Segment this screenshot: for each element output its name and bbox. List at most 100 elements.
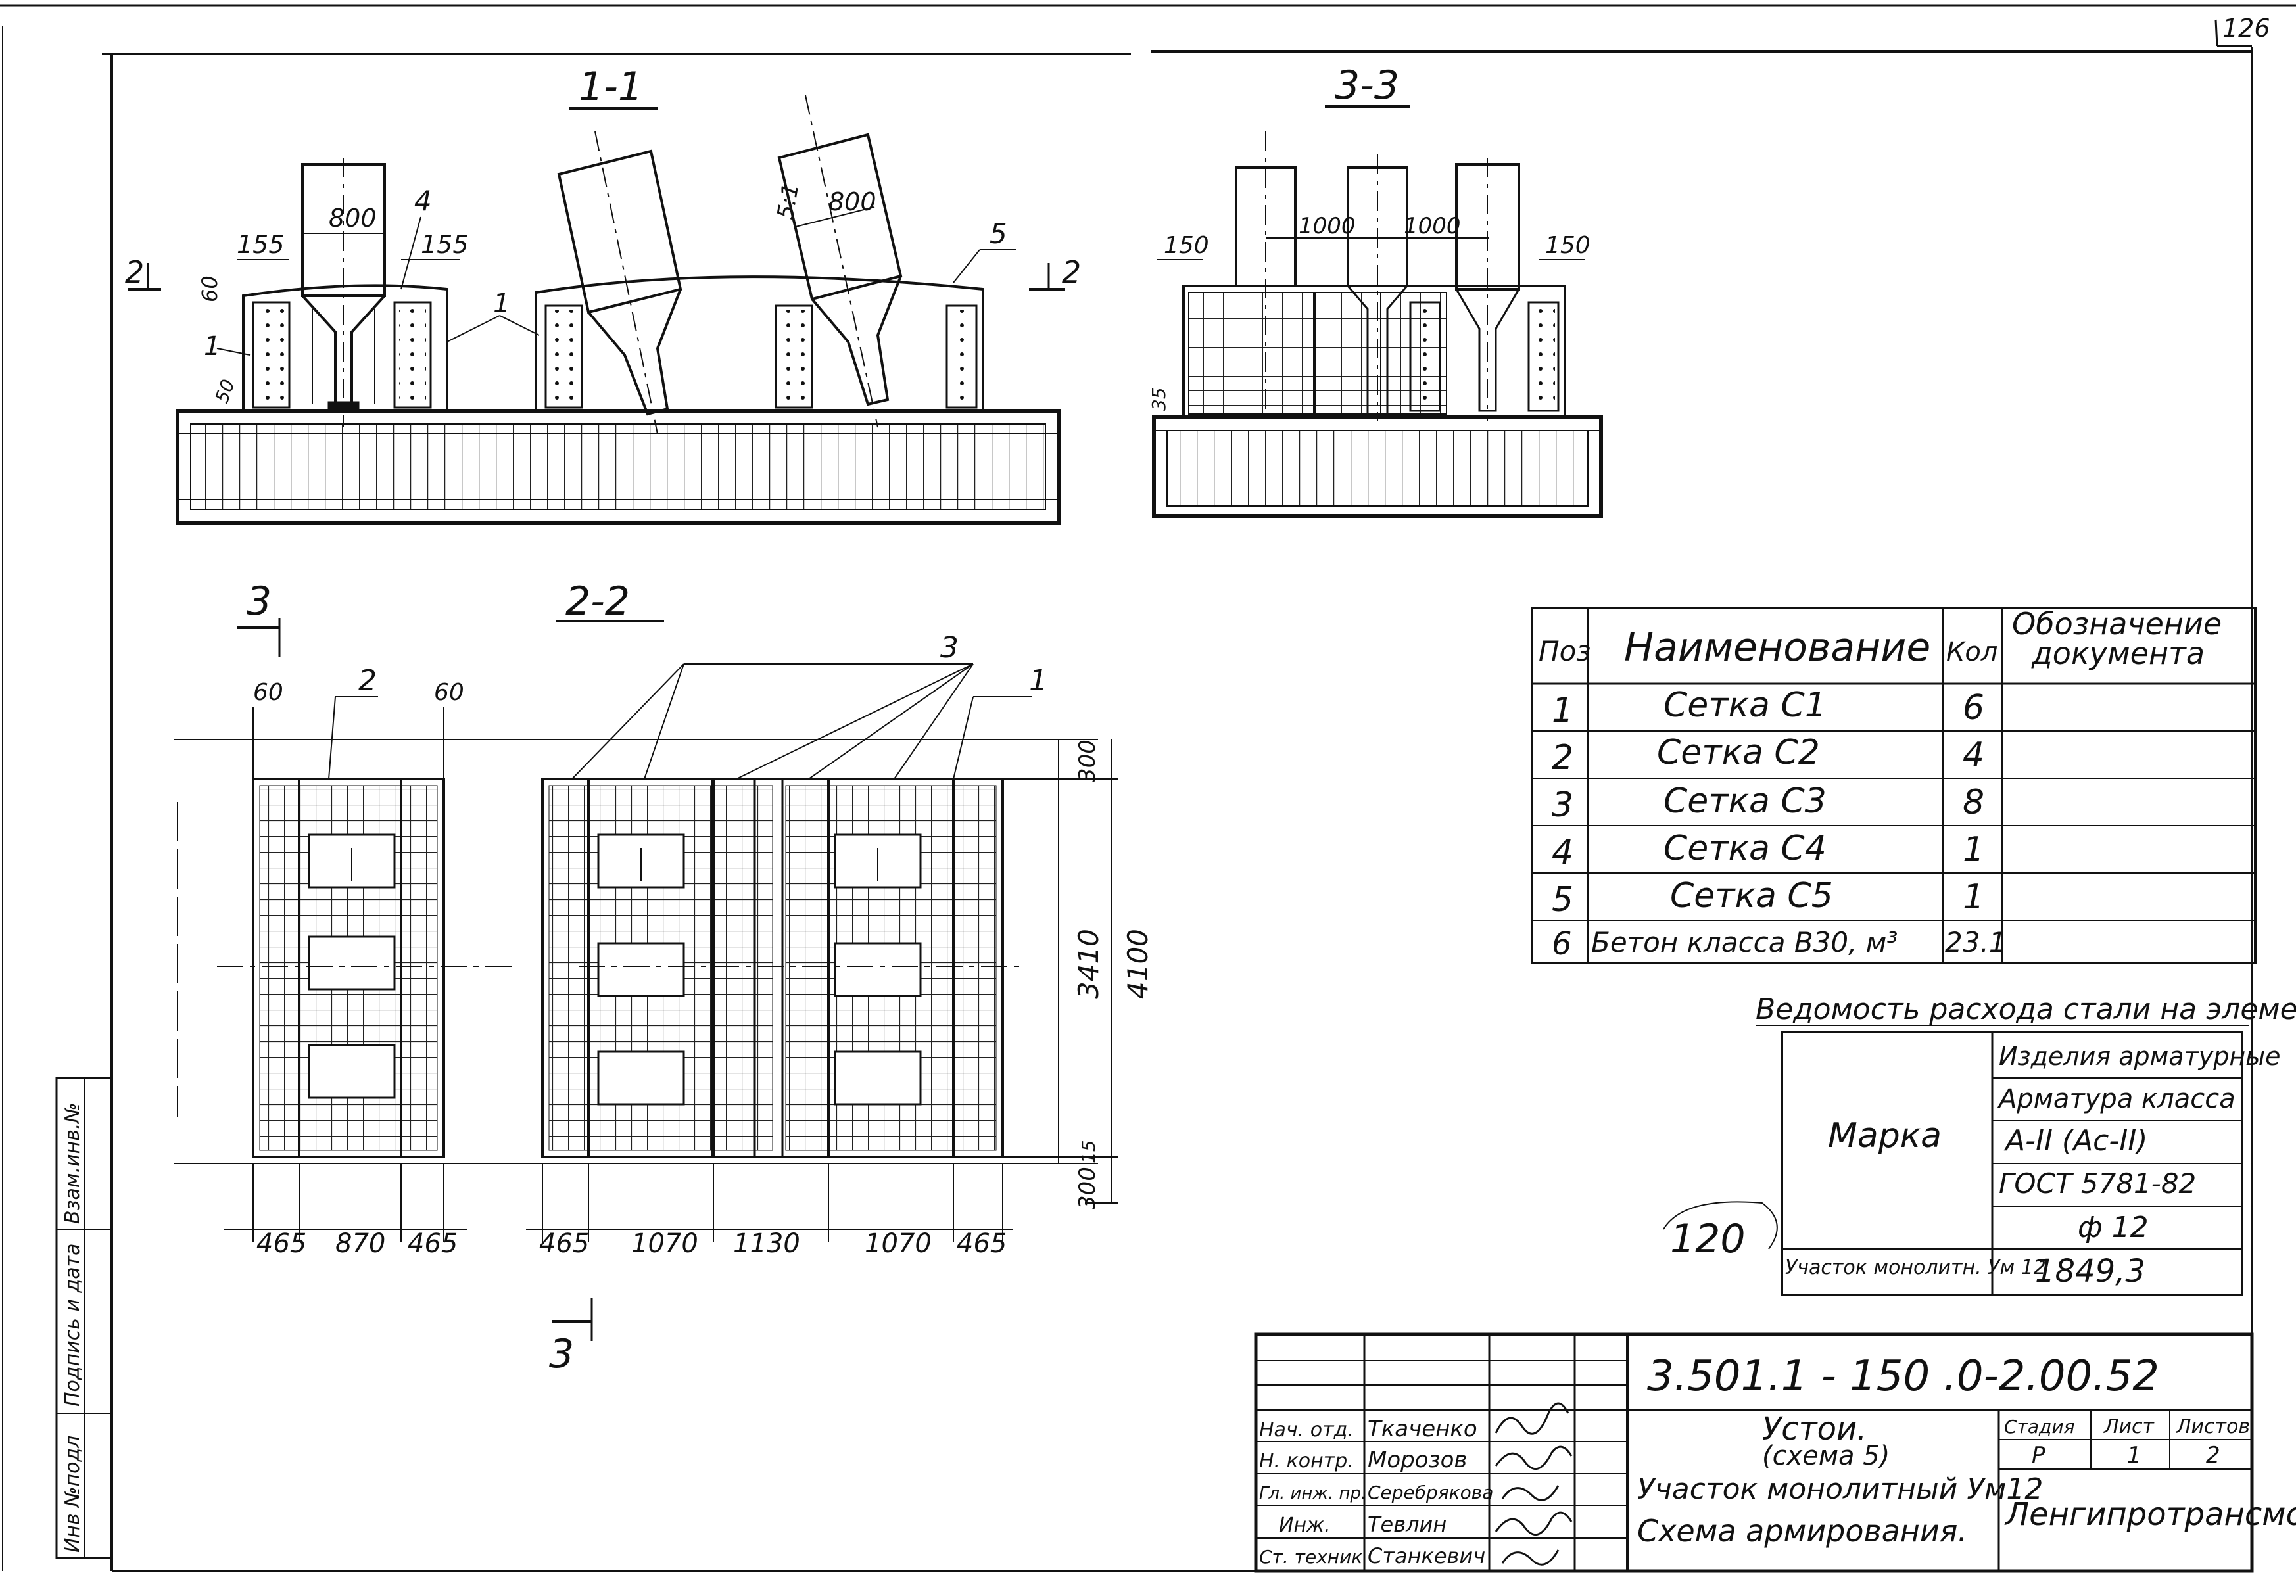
leader-1-1-1b: 1 [493, 289, 510, 319]
staff-name-2: Морозов [1368, 1447, 1467, 1473]
side-stamp-replace: Взам.инв.№ [61, 1102, 84, 1224]
spec-row-1-pos: 1 [1552, 691, 1573, 730]
spec-row-4-name: Сетка С4 [1663, 829, 1827, 868]
doc-code: 3.501.1 - 150 .0-2.00.52 [1647, 1352, 2159, 1401]
dim-3-3-1000a: 1000 [1299, 213, 1356, 239]
stamp-note: 120 [1670, 1216, 1746, 1262]
spec-row-5-pos: 5 [1552, 880, 1573, 920]
steel-table-title: Ведомость расхода стали на элемент, кг [1756, 993, 2296, 1026]
section-2-2: 2-2 3 3 [174, 578, 1154, 1377]
title-line-1: Устои. [1762, 1411, 1867, 1447]
spec-header-pos: Поз [1539, 635, 1591, 667]
dim-1-1-60: 60 [197, 275, 222, 302]
dim-right-4100: 4100 [1122, 929, 1154, 999]
dim-3-3-150b: 150 [1545, 232, 1590, 259]
dim-1-1-slope: 5:1 [772, 181, 804, 222]
title-line-4: Схема армирования. [1637, 1513, 1967, 1549]
section-1-1: 1-1 800 [125, 64, 1081, 525]
steel-header-3: А-II (Ас-II) [2003, 1124, 2147, 1158]
staff-role-5: Ст. техник [1259, 1546, 1362, 1568]
title-line-3: Участок монолитный Ум12 [1637, 1472, 2043, 1506]
sheet-frame [0, 4, 2296, 1572]
organization: Ленгипротрансмост [2004, 1496, 2296, 1533]
dim-1-1-50: 50 [211, 377, 239, 406]
dim-right-15: 15 [1078, 1140, 1099, 1163]
steel-header-1: Изделия арматурные [1999, 1042, 2281, 1071]
steel-row-label: Участок монолитн. Ум 12 [1785, 1256, 2046, 1279]
section-1-1-title: 1-1 [579, 64, 643, 110]
sheet-number: 126 [2222, 14, 2270, 43]
spec-row-5-name: Сетка С5 [1670, 876, 1833, 916]
signature-3 [1501, 1485, 1560, 1501]
spec-header-doc-1: Обозначение [2012, 606, 2222, 642]
side-stamp: Инв №подл Подпись и дата Взам.инв.№ [55, 1077, 113, 1559]
dim-bottom-8: 465 [957, 1229, 1007, 1259]
dim-bottom-1: 465 [256, 1229, 306, 1259]
dim-bottom-3: 465 [408, 1229, 458, 1259]
staff-name-1: Ткаченко [1368, 1416, 1477, 1442]
dim-2-2-60a: 60 [253, 679, 283, 706]
signature-5 [1501, 1549, 1560, 1566]
staff-name-3: Серебрякова [1368, 1482, 1493, 1503]
dim-bottom-7: 1070 [865, 1229, 932, 1259]
steel-marka: Марка [1828, 1116, 1942, 1156]
spec-row-6-name: Бетон класса В30, м³ [1591, 926, 1898, 958]
sheet-label: Лист [2103, 1415, 2155, 1438]
stage-value: Р [2032, 1442, 2045, 1468]
staff-role-4: Инж. [1279, 1514, 1331, 1537]
leader-2-2-3: 3 [940, 631, 959, 665]
sheets-value: 2 [2206, 1442, 2220, 1468]
dim-1-1-155b: 155 [421, 230, 469, 259]
staff-name-4: Тевлин [1368, 1512, 1447, 1537]
leader-1-1-4: 4 [414, 185, 432, 217]
sheets-label: Листов [2176, 1415, 2250, 1438]
leader-2-2-1: 1 [1029, 664, 1047, 697]
dim-3-3-1000b: 1000 [1404, 213, 1461, 239]
spec-row-3-name: Сетка С3 [1663, 782, 1827, 821]
leader-1-1-1a: 1 [204, 331, 220, 362]
dim-right-300-top: 300 [1074, 739, 1101, 782]
leader-2-2-2: 2 [358, 664, 377, 697]
cut-2-left: 2 [125, 254, 144, 290]
dim-bottom-6: 1130 [733, 1229, 800, 1259]
spec-row-3-qty: 8 [1963, 783, 1984, 822]
staff-role-3: Гл. инж. пр. [1259, 1484, 1366, 1503]
cut-2-right: 2 [1062, 254, 1081, 290]
dim-1-1-800b: 800 [828, 187, 876, 216]
steel-header-4: ГОСТ 5781-82 [1999, 1167, 2196, 1200]
section-3-3: 3-3 1000 1000 150 150 35 [1148, 62, 1603, 518]
dim-right-3410: 3410 [1072, 929, 1105, 999]
dim-1-1-800a: 800 [329, 204, 377, 233]
steel-header-5: ф 12 [2078, 1211, 2149, 1244]
dim-bottom-4: 465 [539, 1229, 589, 1259]
cut-3-top: 3 [247, 578, 272, 624]
dim-1-1-155a: 155 [237, 230, 285, 259]
staff-role-2: Н. контр. [1259, 1449, 1354, 1472]
side-stamp-inv: Инв №подл [61, 1436, 84, 1553]
steel-table: Ведомость расхода стали на элемент, кг М… [1663, 993, 2296, 1296]
spec-row-6-qty: 23.1 [1945, 926, 2007, 958]
staff-role-1: Нач. отд. [1259, 1419, 1354, 1442]
dim-3-3-35: 35 [1148, 387, 1170, 411]
spec-row-5-qty: 1 [1963, 878, 1984, 917]
signature-1 [1495, 1402, 1569, 1435]
dim-right-300-bottom: 300 [1074, 1167, 1101, 1209]
spec-header-qty: Кол [1946, 637, 1997, 667]
spec-row-2-qty: 4 [1963, 736, 1984, 775]
signature-2 [1495, 1445, 1573, 1470]
spec-table: Поз Наименование Кол Обозначение докумен… [1531, 606, 2257, 964]
title-block: 3.501.1 - 150 .0-2.00.52 Устои. (схема 5… [1254, 1332, 2296, 1573]
steel-header-2: Арматура класса [1997, 1084, 2236, 1114]
spec-row-2-pos: 2 [1552, 738, 1573, 778]
spec-header-name: Наименование [1624, 624, 1930, 670]
cut-3-bottom: 3 [549, 1331, 574, 1377]
spec-row-2-name: Сетка С2 [1657, 733, 1820, 772]
section-3-3-title: 3-3 [1335, 62, 1399, 108]
dim-bottom-2: 870 [335, 1229, 385, 1259]
spec-header-doc-2: документа [2031, 636, 2205, 671]
steel-value: 1849,3 [2035, 1253, 2145, 1290]
dim-2-2-60b: 60 [434, 679, 464, 706]
leader-1-1-5: 5 [990, 218, 1007, 250]
spec-row-4-pos: 4 [1552, 833, 1573, 872]
